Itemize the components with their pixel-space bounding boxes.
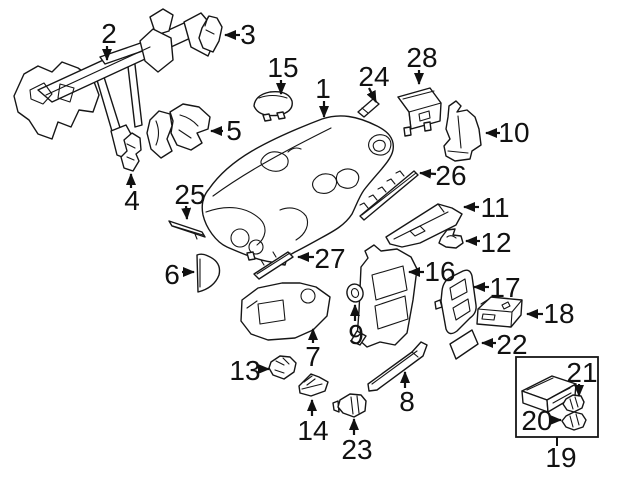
callout-label-1: 1 [315, 73, 331, 104]
callout-label-28: 28 [406, 42, 437, 73]
part-4-bracket-drawing [120, 132, 142, 172]
callout-label-21: 21 [566, 357, 597, 388]
callout-label-3: 3 [240, 19, 256, 50]
part-5-duct-drawing [146, 103, 211, 159]
callout-label-14: 14 [297, 415, 328, 446]
part-14-bracket-drawing [298, 373, 329, 397]
callout-label-8: 8 [399, 386, 415, 417]
part-10-side-bracket-drawing [443, 100, 482, 162]
callout-label-16: 16 [424, 256, 455, 287]
callout-label-15: 15 [267, 52, 298, 83]
callout-label-23: 23 [341, 434, 372, 465]
callout-label-12: 12 [480, 227, 511, 258]
callout-arrow-24 [366, 87, 377, 103]
callout-label-9: 9 [348, 319, 364, 350]
part-15-speaker-grille-drawing [253, 91, 293, 122]
group-19-kit-drawing [515, 356, 599, 438]
part-16-center-stack-frame-drawing [350, 244, 418, 348]
callout-label-19: 19 [545, 442, 576, 473]
callout-label-22: 22 [496, 329, 527, 360]
callout-label-25: 25 [174, 179, 205, 210]
callout-arrow-26 [419, 168, 437, 179]
part-9-grommet-drawing [346, 283, 364, 303]
part-22-blank-plate-drawing [449, 329, 479, 360]
callout-label-24: 24 [358, 61, 389, 92]
part-8-lower-trim-strip-drawing [367, 341, 428, 392]
part-25-trim-strip-drawing [168, 220, 206, 240]
callout-label-11: 11 [480, 192, 509, 223]
part-11-lower-panel-drawing [385, 203, 463, 248]
callout-label-10: 10 [498, 117, 529, 148]
part-28-module-box-drawing [397, 87, 442, 137]
part-1-instrument-panel-drawing [201, 115, 394, 266]
callout-label-17: 17 [489, 272, 520, 303]
callout-label-6: 6 [164, 259, 180, 290]
callout-label-5: 5 [226, 115, 242, 146]
callout-label-26: 26 [435, 160, 466, 191]
part-24-clip-strip-drawing [357, 98, 380, 118]
part-2-crossmember-drawing [13, 8, 219, 161]
part-23-sensor-drawing [332, 393, 367, 418]
callout-label-20: 20 [521, 405, 552, 436]
callout-label-4: 4 [124, 185, 140, 216]
part-26-defroster-strip-drawing [359, 170, 419, 221]
part-27-trim-strip-drawing [253, 251, 294, 280]
part-6-end-cap-drawing [196, 253, 221, 293]
part-17-vent-panel-drawing [434, 269, 477, 335]
part-13-clip-drawing [268, 355, 297, 380]
part-18-control-module-drawing [476, 296, 523, 328]
part-12-clip-drawing [438, 228, 464, 249]
part-3-bracket-drawing [198, 15, 223, 53]
callout-label-27: 27 [314, 243, 345, 274]
callout-label-2: 2 [101, 18, 117, 49]
callout-label-18: 18 [543, 298, 574, 329]
callout-label-13: 13 [229, 355, 260, 386]
callout-label-7: 7 [305, 341, 321, 372]
part-7-knee-bolster-drawing [240, 282, 331, 341]
callout-arrow-25 [181, 205, 192, 220]
